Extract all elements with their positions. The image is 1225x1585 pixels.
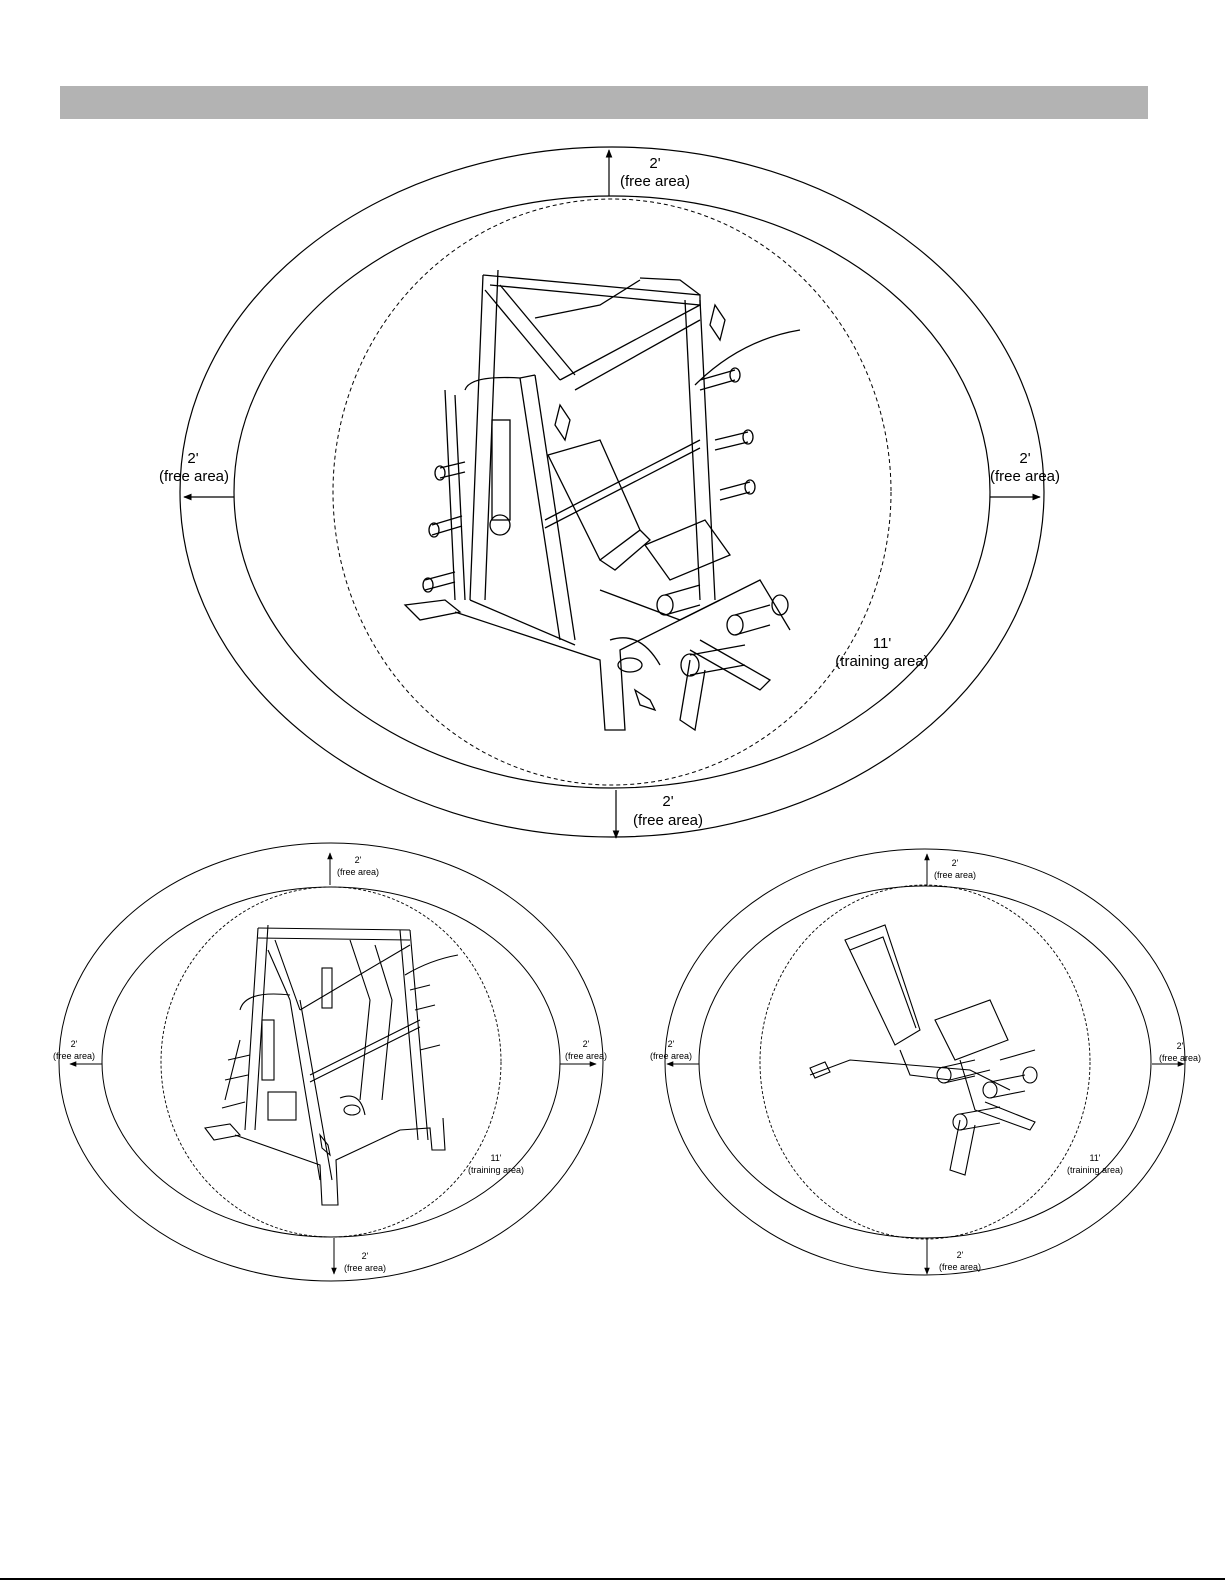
outer-free-area-ellipse xyxy=(59,843,603,1281)
main-top-label: (free area) xyxy=(620,173,690,190)
main-bottom-dim: 2' xyxy=(662,793,673,810)
left-training-dim: 11' xyxy=(490,1153,501,1163)
main-left-label: (free area) xyxy=(159,468,229,485)
left-training-label: (training area) xyxy=(468,1165,524,1175)
right-right-dim: 2' xyxy=(1177,1041,1184,1051)
left-top-dim: 2' xyxy=(355,855,362,865)
right-bottom-dim: 2' xyxy=(957,1250,964,1260)
right-left-dim: 2' xyxy=(668,1039,675,1049)
left-left-dim: 2' xyxy=(71,1039,78,1049)
machine-footprint-ellipse xyxy=(760,885,1090,1239)
main-bottom-label: (free area) xyxy=(633,812,703,829)
left-left-label: (free area) xyxy=(53,1051,95,1061)
main-top-dim: 2' xyxy=(649,155,660,172)
adjustable-bench-illustration xyxy=(810,925,1037,1175)
training-area-ellipse xyxy=(234,196,990,788)
left-right-dim: 2' xyxy=(583,1039,590,1049)
left-bottom-label: (free area) xyxy=(344,1263,386,1273)
left-clearance-diagram xyxy=(59,843,603,1281)
left-right-label: (free area) xyxy=(565,1051,607,1061)
outer-free-area-ellipse xyxy=(665,849,1185,1275)
main-clearance-diagram xyxy=(180,147,1044,838)
training-area-ellipse xyxy=(699,886,1151,1238)
left-bottom-dim: 2' xyxy=(362,1251,369,1261)
main-right-dim: 2' xyxy=(1019,450,1030,467)
right-left-label: (free area) xyxy=(650,1051,692,1061)
main-left-dim: 2' xyxy=(187,450,198,467)
right-right-label: (free area) xyxy=(1159,1053,1201,1063)
smith-machine-illustration xyxy=(205,925,458,1205)
outer-free-area-ellipse xyxy=(180,147,1044,837)
right-training-label: (training area) xyxy=(1067,1165,1123,1175)
right-training-dim: 11' xyxy=(1089,1153,1100,1163)
main-training-label: (training area) xyxy=(835,653,928,670)
right-bottom-label: (free area) xyxy=(939,1262,981,1272)
main-training-dim: 11' xyxy=(873,635,892,652)
main-right-label: (free area) xyxy=(990,468,1060,485)
right-clearance-diagram xyxy=(665,849,1185,1275)
left-top-label: (free area) xyxy=(337,867,379,877)
right-top-label: (free area) xyxy=(934,870,976,880)
right-top-dim: 2' xyxy=(952,858,959,868)
page-footer-rule xyxy=(0,1578,1225,1580)
smith-machine-illustration xyxy=(405,270,800,730)
